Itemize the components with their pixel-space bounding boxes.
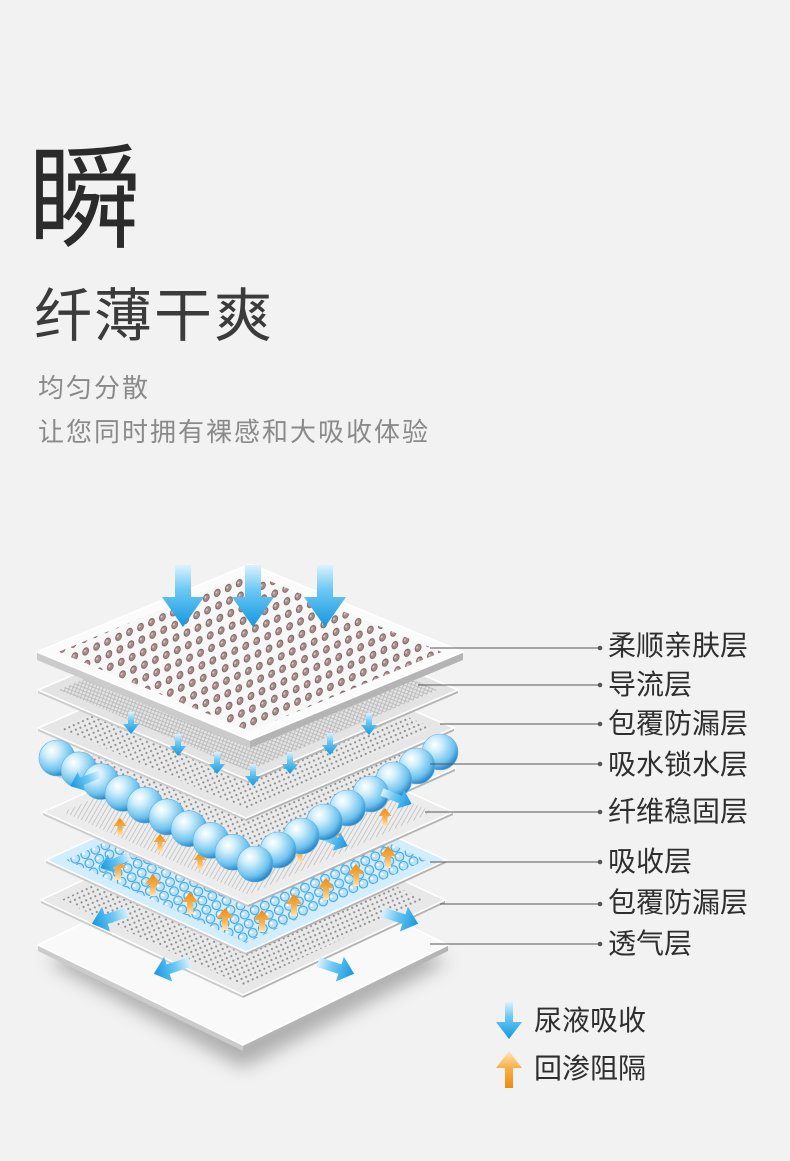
layer-label-6: 吸收层 [608, 845, 693, 878]
headline-title: 纤薄干爽 [34, 282, 275, 350]
blue-arrow-icon [316, 956, 355, 982]
layer-label-4: 吸水锁水层 [608, 748, 749, 781]
orange-arrow-icon [182, 892, 198, 914]
leader-line-1 [430, 645, 603, 651]
blue-arrow-icon [245, 764, 261, 786]
blue-arrow-icon [123, 712, 139, 734]
blue-arrow-icon [380, 906, 419, 932]
orange-up-arrow-icon [496, 1051, 522, 1088]
blue-arrow-icon [100, 852, 132, 873]
blue-arrow-icon [322, 733, 338, 755]
layer-stack [34, 563, 466, 1068]
leader-line-5 [425, 809, 603, 815]
layer-label-7: 包覆防漏层 [608, 886, 749, 919]
blue-arrow-icon [162, 565, 204, 627]
legend-label-block: 回渗阻隔 [534, 1052, 647, 1085]
blue-arrow-icon [232, 565, 274, 627]
leader-line-3 [440, 721, 603, 727]
legend-item-block: 回渗阻隔 [494, 1049, 646, 1089]
orange-arrow-icon [153, 834, 167, 852]
water-sphere [236, 845, 274, 883]
legend-item-absorb: 尿液吸收 [494, 1001, 646, 1041]
subtitle-1: 均匀分散 [38, 374, 151, 404]
layer-label-3: 包覆防漏层 [608, 707, 749, 740]
layer-label-5: 纤维稳固层 [608, 795, 749, 828]
orange-arrow-icon [380, 846, 396, 868]
orange-arrow-icon [318, 878, 334, 900]
layer-label-8: 透气层 [608, 927, 693, 960]
orange-arrow-icon [113, 818, 127, 836]
layer-breathable-edge-left [38, 945, 243, 1051]
layer-breathable-edge-right [243, 945, 448, 1051]
layer-skin-soft-edge-right [250, 652, 463, 748]
orange-arrow-icon [254, 910, 270, 932]
blue-arrow-icon [361, 713, 377, 735]
layer-skin-soft-texture [58, 572, 442, 732]
blue-arrow-icon [282, 752, 298, 774]
blue-arrow-icon [70, 770, 102, 791]
orange-arrow-icon [348, 864, 364, 886]
leader-line-4 [430, 761, 603, 767]
layer-skin-soft-edge-left [37, 652, 250, 748]
orange-arrow-icon [286, 894, 302, 916]
blue-arrow-icon [209, 752, 225, 774]
headline-char: 瞬 [28, 133, 143, 266]
blue-arrow-icon [170, 734, 186, 756]
leader-lines [418, 645, 603, 947]
blue-arrow-icon [91, 906, 130, 932]
leader-line-7 [440, 901, 603, 907]
blue-arrow-icon [304, 565, 346, 627]
legend-label-absorb: 尿液吸收 [534, 1004, 647, 1037]
orange-arrow-icon [217, 908, 233, 930]
orange-arrow-icon [378, 808, 392, 826]
blue-arrow-icon [380, 788, 412, 809]
leader-line-2 [418, 682, 603, 688]
leader-line-8 [430, 941, 603, 947]
layer-label-2: 导流层 [608, 668, 693, 701]
leader-line-6 [430, 859, 603, 865]
blue-down-arrow-icon [496, 1002, 522, 1039]
blue-arrow-icon [153, 956, 192, 982]
orange-arrow-icon [145, 874, 161, 896]
subtitle-2: 让您同时拥有裸感和大吸收体验 [38, 418, 431, 448]
layer-label-1: 柔顺亲肤层 [608, 629, 749, 662]
